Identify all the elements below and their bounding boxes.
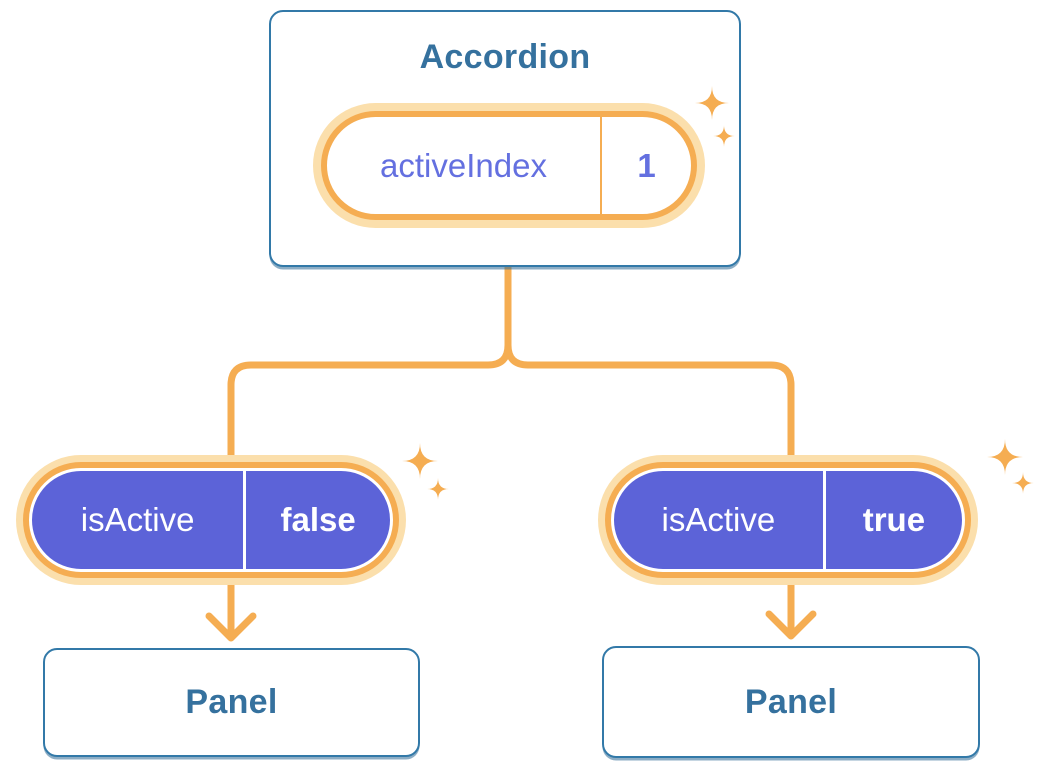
arrow-down-icon — [765, 610, 817, 640]
pill-divider — [822, 471, 826, 569]
prop-name-label: isActive — [661, 501, 776, 538]
prop-value-label: true — [862, 501, 926, 538]
accordion-title: Accordion — [419, 38, 591, 76]
prop-pill-is-active-false: isActive false — [29, 468, 393, 572]
panel-card-right: Panel — [602, 646, 980, 758]
state-name-label: activeIndex — [380, 146, 547, 184]
prop-value-label: false — [280, 501, 356, 538]
pill-divider — [600, 117, 602, 214]
prop-name-label: isActive — [80, 501, 195, 538]
sparkle-icon — [402, 443, 438, 479]
sparkle-icon — [427, 478, 449, 500]
arrow-down-icon — [205, 612, 257, 642]
sparkle-icon — [1012, 472, 1034, 494]
state-pill-active-index: activeIndex 1 — [321, 111, 697, 220]
state-value-label: 1 — [637, 146, 656, 184]
sparkle-icon — [987, 439, 1023, 475]
panel-title: Panel — [185, 683, 278, 721]
panel-title: Panel — [744, 682, 838, 721]
panel-card-left: Panel — [43, 648, 420, 757]
prop-pill-is-active-true: isActive true — [611, 468, 965, 572]
